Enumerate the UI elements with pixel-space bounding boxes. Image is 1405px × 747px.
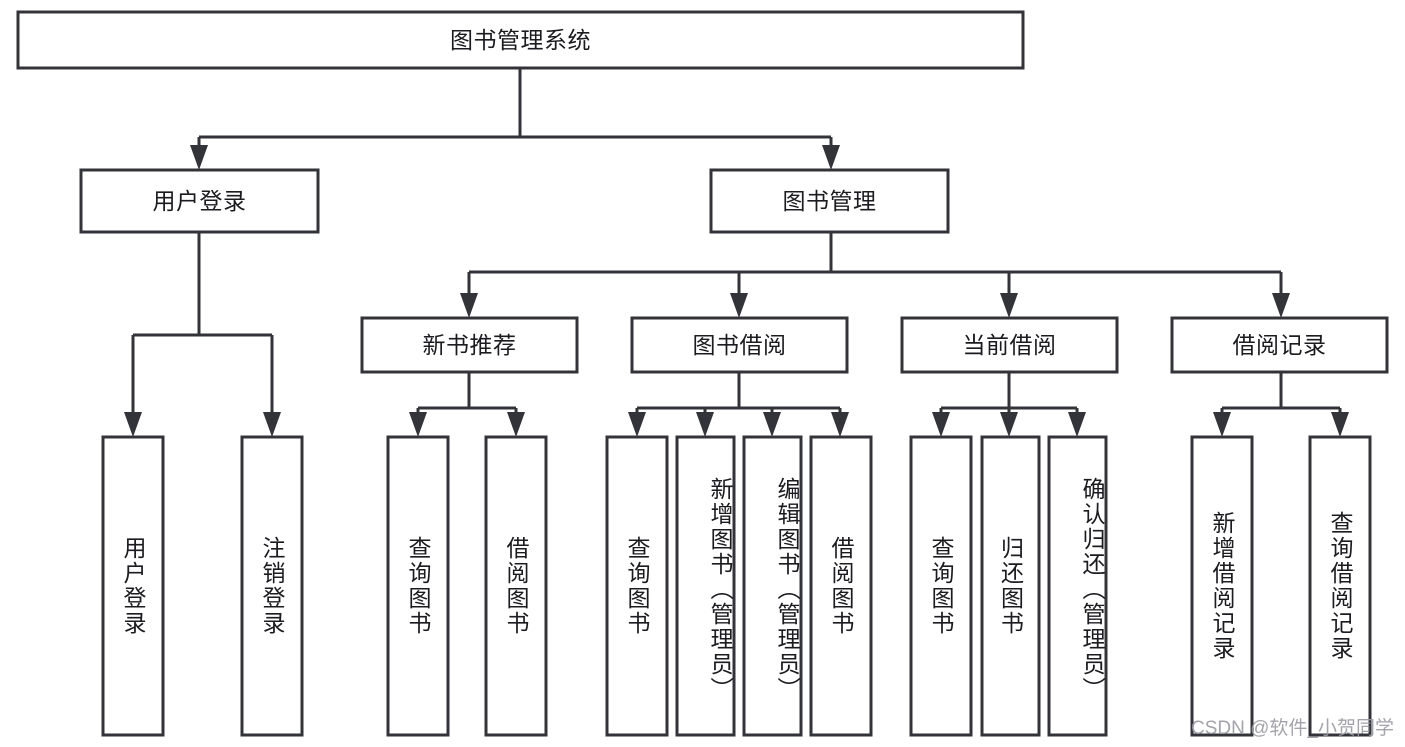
node-box-leaf-borrow-book-1[interactable] xyxy=(484,435,548,737)
node-box-borrow-record[interactable] xyxy=(1170,316,1389,374)
node-box-leaf-user-login[interactable] xyxy=(101,435,165,737)
arrow-head-icon xyxy=(507,412,525,437)
node-box-current-borrow[interactable] xyxy=(900,316,1119,374)
node-box-new-book-recommend[interactable] xyxy=(360,316,579,374)
connector-bookborrow-to-leaves xyxy=(628,372,849,437)
csdn-watermark: CSDN @软件_小贺同学 xyxy=(1191,718,1394,739)
arrow-head-icon xyxy=(1068,412,1086,437)
arrow-head-icon xyxy=(696,412,714,437)
arrow-head-icon xyxy=(831,412,849,437)
arrow-head-icon xyxy=(1000,412,1018,437)
connector-bookmanage-to-level3 xyxy=(460,232,1290,318)
node-box-user-login[interactable] xyxy=(79,168,320,234)
node-box-leaf-return-book[interactable] xyxy=(980,435,1041,737)
node-box-leaf-logout-login[interactable] xyxy=(240,435,304,737)
arrow-head-icon xyxy=(763,412,781,437)
node-box-leaf-borrow-book-2[interactable] xyxy=(809,435,873,737)
arrow-head-icon xyxy=(628,412,646,437)
arrow-head-icon xyxy=(460,293,478,318)
arrow-head-icon xyxy=(263,412,281,437)
connector-newbook-to-leaves xyxy=(409,372,525,437)
arrow-head-icon xyxy=(190,145,208,170)
node-box-book-manage[interactable] xyxy=(709,168,950,234)
node-box-leaf-query-book-1[interactable] xyxy=(386,435,450,737)
connector-currentborrow-to-leaves xyxy=(932,372,1086,437)
arrow-head-icon xyxy=(1000,293,1018,318)
arrow-head-icon xyxy=(124,412,142,437)
node-box-leaf-query-book-2[interactable] xyxy=(605,435,669,737)
arrow-head-icon xyxy=(822,145,840,170)
arrow-head-icon xyxy=(409,412,427,437)
connector-borrowrecord-to-leaves xyxy=(1213,372,1349,437)
node-box-root[interactable] xyxy=(16,10,1025,70)
node-box-book-borrow[interactable] xyxy=(630,316,849,374)
connector-root-to-level2 xyxy=(190,68,840,170)
arrow-head-icon xyxy=(1272,293,1290,318)
node-box-leaf-add-record[interactable] xyxy=(1190,435,1254,737)
arrow-head-icon xyxy=(932,412,950,437)
node-box-leaf-edit-book[interactable] xyxy=(742,435,803,737)
node-box-leaf-add-book[interactable] xyxy=(675,435,736,737)
arrow-head-icon xyxy=(1331,412,1349,437)
arrow-head-icon xyxy=(730,293,748,318)
arrow-head-icon xyxy=(1213,412,1231,437)
node-box-leaf-query-book-3[interactable] xyxy=(909,435,973,737)
node-box-leaf-query-record[interactable] xyxy=(1308,435,1372,737)
connector-userlogin-to-leaves xyxy=(124,232,281,437)
node-box-leaf-confirm-return[interactable] xyxy=(1047,435,1108,737)
